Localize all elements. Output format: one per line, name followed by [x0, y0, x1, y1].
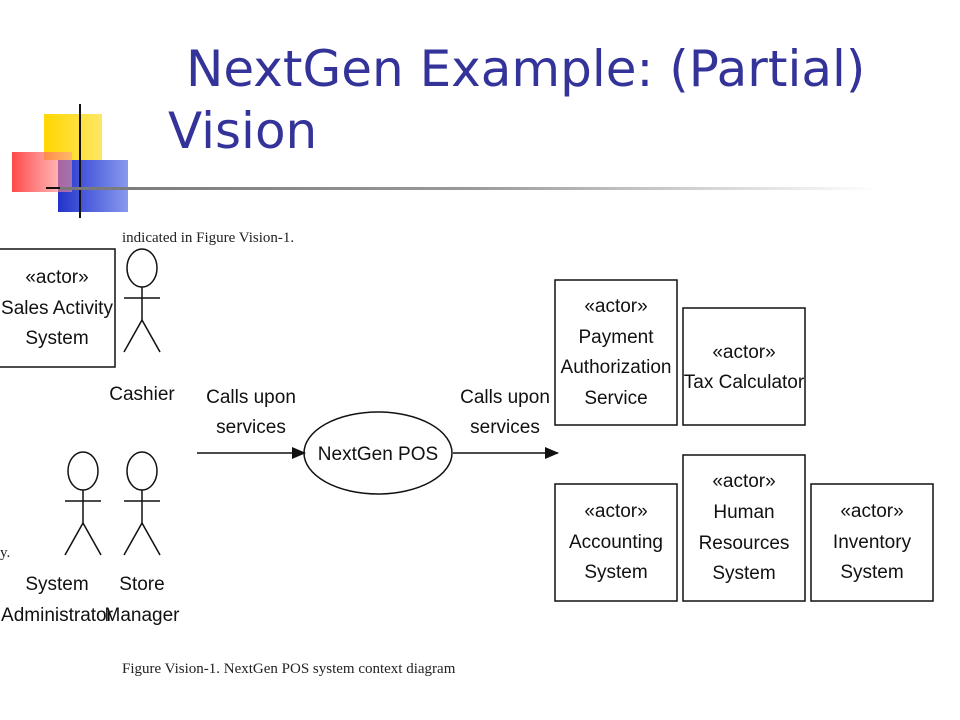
- top-caption: indicated in Figure Vision-1.: [122, 230, 294, 246]
- stereotype-label: «actor»: [840, 501, 903, 522]
- actor-figure-system-administrator: [64, 451, 102, 556]
- use-case-nextgen-pos: NextGen POS: [303, 411, 453, 495]
- actor-box-inventory-system: «actor» Inventory System: [810, 483, 934, 602]
- hr-line-2: Resources: [699, 533, 790, 554]
- accounting-line-1: Accounting: [569, 532, 663, 553]
- tax-line-1: Tax Calculator: [684, 372, 805, 393]
- left-arrow-label-line-2: services: [216, 417, 286, 438]
- nextgen-pos-label: NextGen POS: [318, 444, 438, 465]
- payment-line-3: Service: [584, 388, 647, 409]
- sales-activity-line-1: Sales Activity: [1, 298, 113, 319]
- right-arrow-label-line-1: Calls upon: [460, 387, 550, 408]
- stereotype-label: «actor»: [584, 296, 647, 317]
- title-underline: [60, 187, 880, 190]
- stereotype-label: «actor»: [25, 267, 88, 288]
- left-text-fragment: y.: [0, 545, 10, 561]
- stereotype-label: «actor»: [584, 501, 647, 522]
- right-arrow-label-line-2: services: [470, 417, 540, 438]
- store-manager-label-line-1: Store: [119, 574, 164, 595]
- payment-line-2: Authorization: [561, 357, 672, 378]
- sys-admin-label-line-2: Administrator: [1, 605, 114, 626]
- payment-line-1: Payment: [579, 327, 655, 348]
- actor-box-tax-calculator: «actor» Tax Calculator: [682, 307, 806, 426]
- slide-title: NextGen Example: (Partial) Vision: [168, 38, 948, 162]
- slide-title-line-2: Vision: [168, 102, 318, 160]
- store-manager-label-line-2: Manager: [105, 605, 181, 626]
- stereotype-label: «actor»: [712, 342, 775, 363]
- bottom-caption: Figure Vision-1. NextGen POS system cont…: [122, 661, 456, 677]
- accounting-line-2: System: [584, 562, 647, 583]
- actor-box-human-resources-system: «actor» Human Resources System: [682, 454, 806, 602]
- left-arrow-label-line-1: Calls upon: [206, 387, 296, 408]
- stereotype-label: «actor»: [712, 471, 775, 492]
- context-diagram: indicated in Figure Vision-1. Figure Vis…: [0, 230, 934, 677]
- hr-line-3: System: [712, 563, 775, 584]
- actor-figure-store-manager: [123, 451, 161, 556]
- sys-admin-label-line-1: System: [25, 574, 88, 595]
- inventory-line-2: System: [840, 562, 903, 583]
- slide-title-line-1: NextGen Example: (Partial): [186, 40, 866, 98]
- hr-line-1: Human: [713, 502, 774, 523]
- sales-activity-line-2: System: [25, 328, 88, 349]
- cashier-label: Cashier: [109, 384, 175, 405]
- inventory-line-1: Inventory: [833, 532, 912, 553]
- actor-box-payment-authorization-service: «actor» Payment Authorization Service: [554, 279, 678, 426]
- actor-box-sales-activity-system: «actor» Sales Activity System: [0, 248, 116, 368]
- slide-header: NextGen Example: (Partial) Vision: [0, 0, 960, 218]
- actor-box-accounting-system: «actor» Accounting System: [554, 483, 678, 602]
- actor-figure-cashier: [123, 248, 161, 353]
- slide-logo-decoration: [12, 104, 134, 218]
